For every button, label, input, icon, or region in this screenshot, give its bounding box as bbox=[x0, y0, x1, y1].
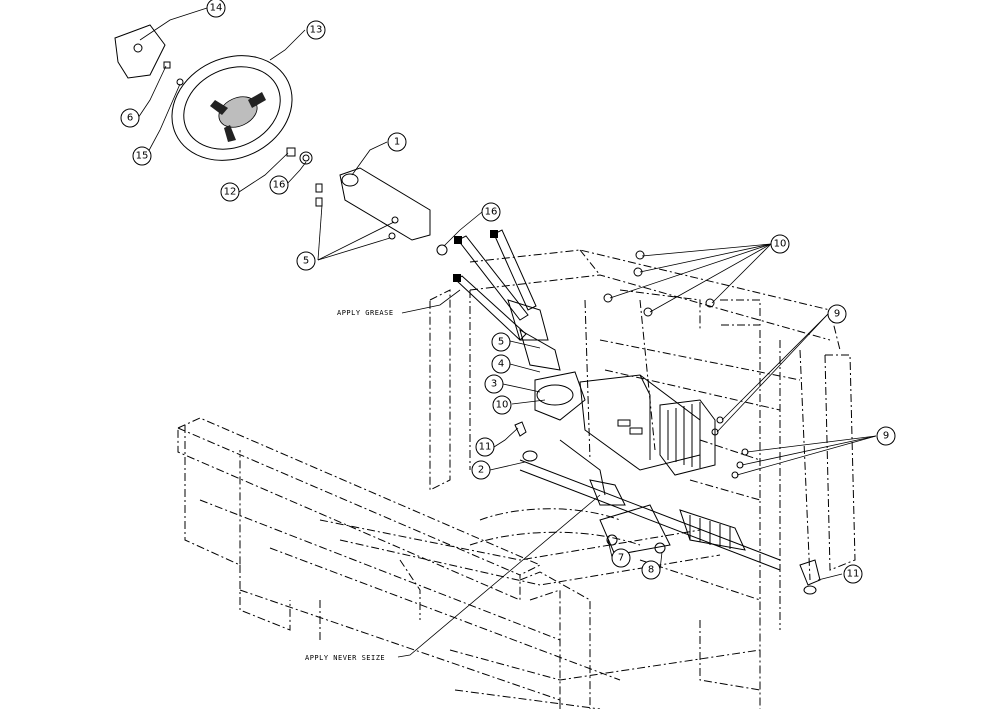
callout-15: 15 bbox=[132, 146, 152, 166]
callout-16a-label: 16 bbox=[273, 180, 286, 191]
callout-9a: 9 bbox=[827, 304, 847, 324]
steering-shafts bbox=[436, 229, 561, 371]
callout-11b-label: 11 bbox=[847, 569, 860, 580]
callout-16b-label: 16 bbox=[485, 207, 498, 218]
apply-grease-note: APPLY GREASE bbox=[337, 309, 394, 317]
callout-16b: 16 bbox=[481, 202, 501, 222]
callout-10b: 10 bbox=[492, 395, 512, 415]
callout-6-label: 6 bbox=[127, 113, 133, 124]
callout-2: 2 bbox=[471, 460, 491, 480]
callout-12-label: 12 bbox=[224, 187, 237, 198]
callout-6: 6 bbox=[120, 108, 140, 128]
steering-rack bbox=[519, 439, 781, 571]
callout-5a-label: 5 bbox=[303, 256, 309, 267]
callout-4-label: 4 bbox=[498, 359, 504, 370]
callout-3-label: 3 bbox=[491, 379, 497, 390]
callout-9b-label: 9 bbox=[883, 431, 889, 442]
callout-14-label: 14 bbox=[210, 3, 223, 14]
callout-10b-label: 10 bbox=[496, 400, 509, 411]
callout-9a-label: 9 bbox=[834, 309, 840, 320]
callout-4: 4 bbox=[491, 354, 511, 374]
chassis-frame bbox=[177, 249, 856, 709]
callout-5b-label: 5 bbox=[498, 337, 504, 348]
callout-11a: 11 bbox=[475, 437, 495, 457]
steering-gearbox bbox=[534, 371, 716, 476]
callout-15-label: 15 bbox=[136, 151, 149, 162]
callout-8: 8 bbox=[641, 560, 661, 580]
callout-11b: 11 bbox=[843, 564, 863, 584]
apply-never-seize-note: APPLY NEVER SEIZE bbox=[305, 654, 385, 662]
callout-1-label: 1 bbox=[394, 137, 400, 148]
callout-10a: 10 bbox=[770, 234, 790, 254]
horn-cover bbox=[114, 24, 166, 79]
callout-1: 1 bbox=[387, 132, 407, 152]
callout-13: 13 bbox=[306, 20, 326, 40]
fasteners-10 bbox=[603, 250, 715, 317]
steering-column-bracket bbox=[315, 167, 431, 241]
steering-wheel bbox=[171, 55, 293, 161]
callout-16a: 16 bbox=[269, 175, 289, 195]
callout-7-label: 7 bbox=[618, 553, 624, 564]
callout-10a-label: 10 bbox=[774, 239, 787, 250]
leader-lines bbox=[137, 7, 877, 658]
callout-9b: 9 bbox=[876, 426, 896, 446]
callout-5a: 5 bbox=[296, 251, 316, 271]
callout-5b: 5 bbox=[491, 332, 511, 352]
callout-8-label: 8 bbox=[648, 565, 654, 576]
callout-3: 3 bbox=[484, 374, 504, 394]
callout-11a-label: 11 bbox=[479, 442, 492, 453]
tie-rod-ends bbox=[514, 421, 821, 595]
callout-2-label: 2 bbox=[478, 465, 484, 476]
callout-7: 7 bbox=[611, 548, 631, 568]
hub-hardware bbox=[163, 61, 313, 165]
callout-14: 14 bbox=[206, 0, 226, 18]
callout-12: 12 bbox=[220, 182, 240, 202]
fasteners-9 bbox=[711, 416, 749, 479]
callout-13-label: 13 bbox=[310, 25, 323, 36]
